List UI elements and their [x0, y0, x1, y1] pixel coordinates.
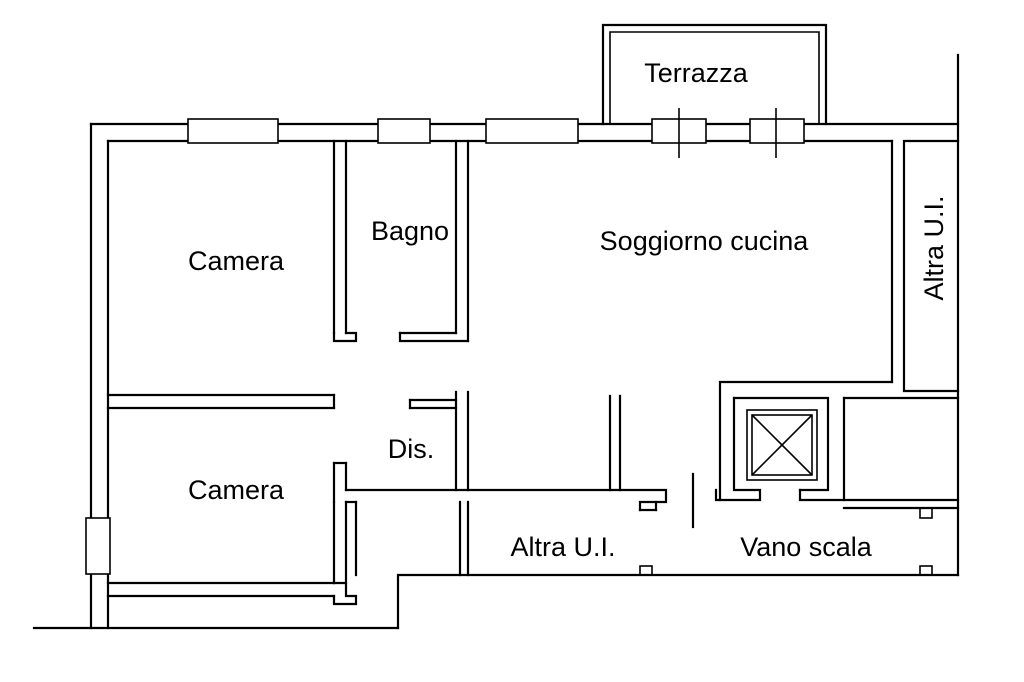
room-label-other-unit-right: Altra U.I.	[919, 195, 949, 300]
room-label-bathroom: Bagno	[371, 216, 449, 246]
room-label-stairwell: Vano scala	[740, 532, 873, 562]
other-unit-bottom-walls	[458, 500, 933, 577]
room-label-terrace: Terrazza	[644, 58, 749, 88]
window-bathroom	[377, 118, 431, 144]
stairwell-walls	[714, 396, 960, 519]
room-label-other-unit-bottom: Altra U.I.	[510, 532, 615, 562]
bathroom-walls	[398, 139, 470, 343]
window-bedroom-bottom	[85, 517, 111, 575]
elevator-shaft-icon	[746, 409, 818, 481]
living-kitchen-walls	[718, 139, 894, 502]
door-terrace-2	[749, 118, 805, 144]
windows	[85, 108, 805, 575]
room-label-bedroom-bottom: Camera	[188, 475, 285, 505]
bedroom-top-walls	[106, 139, 358, 410]
terrace-outline	[601, 23, 828, 126]
room-label-hallway: Dis.	[388, 434, 435, 464]
other-unit-right-walls	[902, 139, 960, 393]
room-label-living-kitchen: Soggiorno cucina	[600, 226, 810, 256]
room-label-bedroom-top: Camera	[188, 246, 285, 276]
hallway-walls	[332, 390, 695, 577]
window-living	[485, 118, 579, 144]
window-bedroom	[187, 118, 279, 144]
bedroom-bottom-walls	[106, 500, 358, 606]
